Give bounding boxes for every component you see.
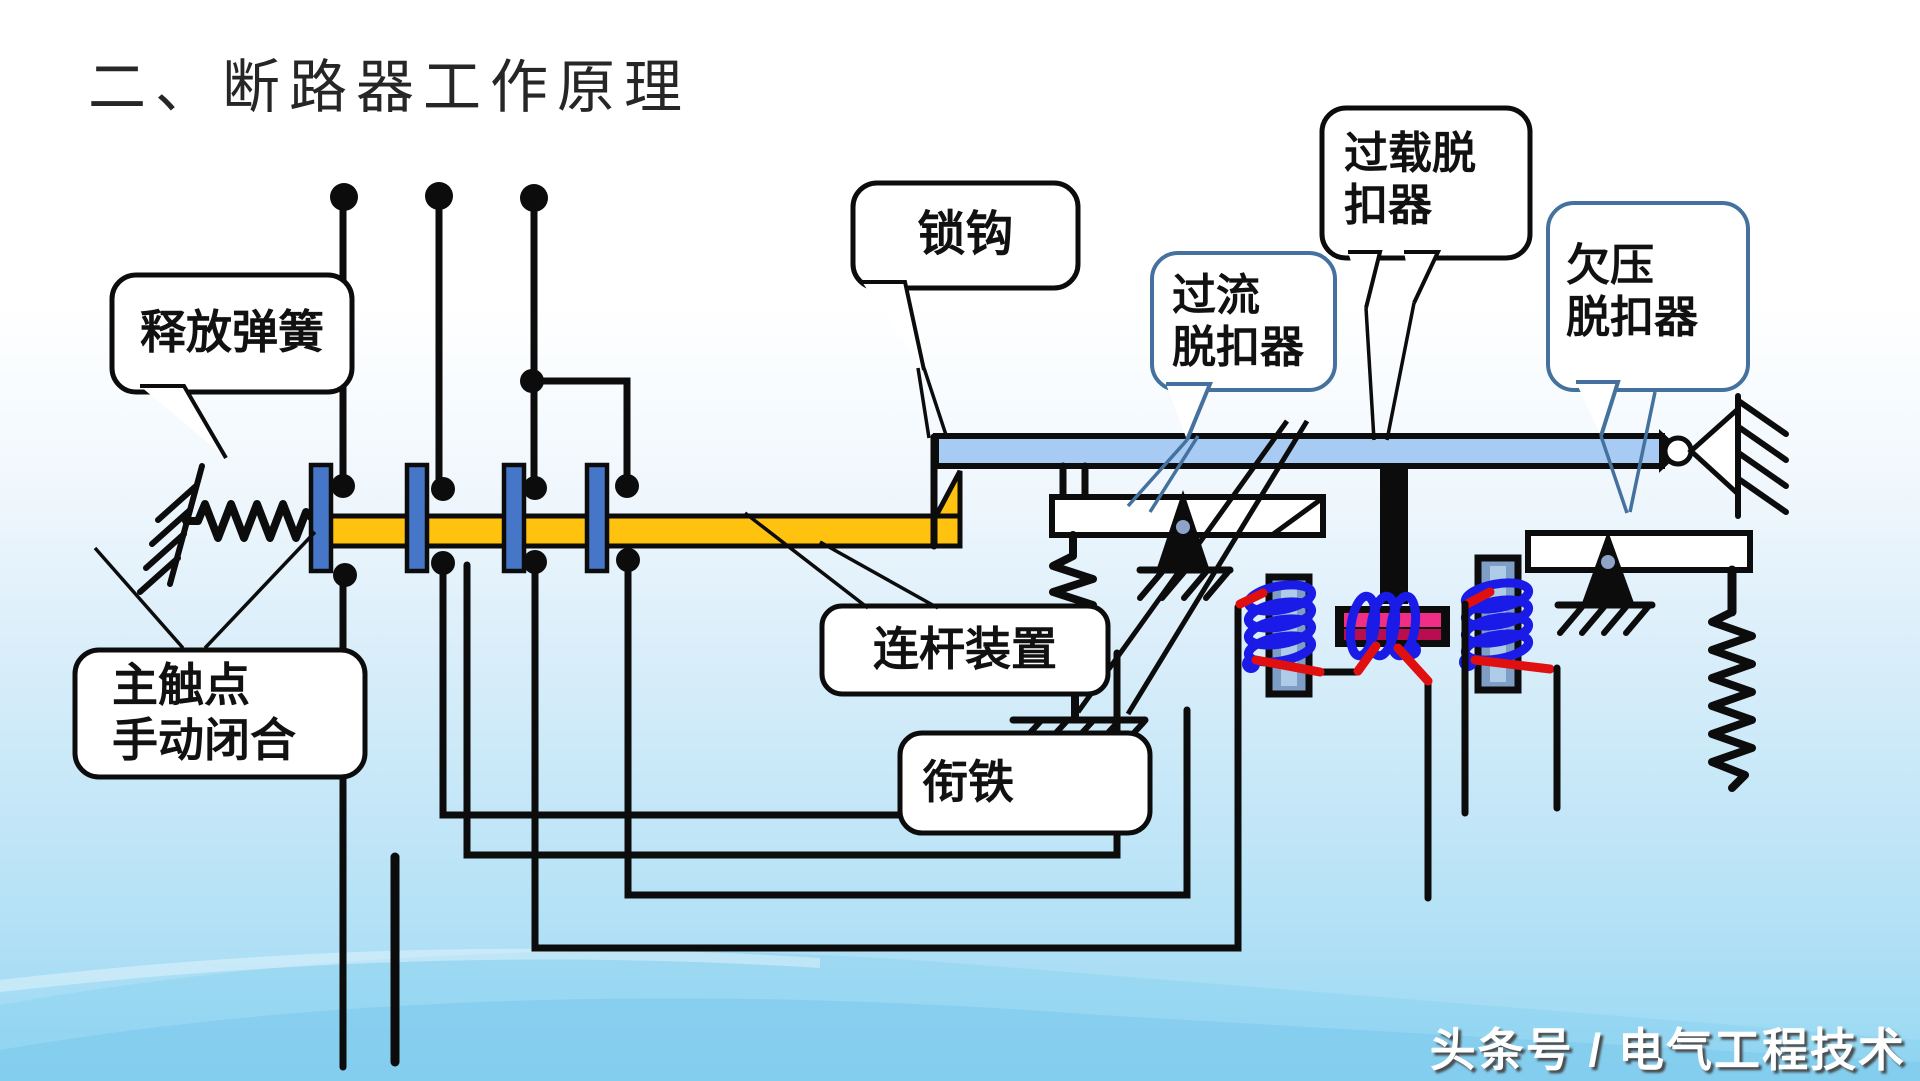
callout-shapes (72, 105, 1750, 836)
supply-terminals (330, 182, 631, 491)
callout-undervoltage: 欠压 脱扣器 (1566, 212, 1748, 372)
background-waves (0, 948, 1920, 1081)
center-coil (1345, 591, 1433, 686)
callout-linkage: 连杆装置 (822, 606, 1108, 694)
callout-lock-hook-label: 锁钩 (917, 208, 1014, 262)
callout-overload-line1: 过载脱 (1344, 129, 1476, 179)
callout-lock-hook: 锁钩 (853, 183, 1078, 288)
undervoltage-trip-unit (1525, 530, 1756, 792)
callout-overload-line2: 扣器 (1344, 181, 1432, 230)
callout-linkage-label: 连杆装置 (873, 623, 1057, 675)
callout-undervoltage-line1: 欠压 (1566, 241, 1654, 291)
callout-undervoltage-line2: 脱扣器 (1566, 293, 1698, 342)
right-coil (1459, 554, 1561, 817)
page-title: 二、断路器工作原理 (88, 55, 692, 120)
callout-main-contact: 主触点 手动闭合 (100, 650, 362, 777)
callout-overcurrent-line2: 脱扣器 (1172, 323, 1304, 372)
callout-release-spring-label: 释放弹簧 (140, 307, 324, 359)
callout-armature: 衔铁 (922, 733, 1150, 833)
callout-armature-label: 衔铁 (922, 756, 1014, 808)
main-contacts (308, 462, 640, 587)
watermark: 头条号 / 电气工程技术 (1429, 1024, 1906, 1076)
left-coil (1235, 573, 1325, 698)
callout-overload: 过载脱 扣器 (1344, 116, 1530, 244)
callout-overcurrent: 过流 脱扣器 (1172, 258, 1335, 386)
callout-release-spring: 释放弹簧 (112, 275, 352, 392)
release-spring-drawing (137, 463, 319, 595)
callout-main-contact-line1: 主触点 (112, 660, 250, 712)
callout-main-contact-line2: 手动闭合 (112, 714, 296, 766)
callout-overcurrent-line1: 过流 (1172, 271, 1260, 321)
